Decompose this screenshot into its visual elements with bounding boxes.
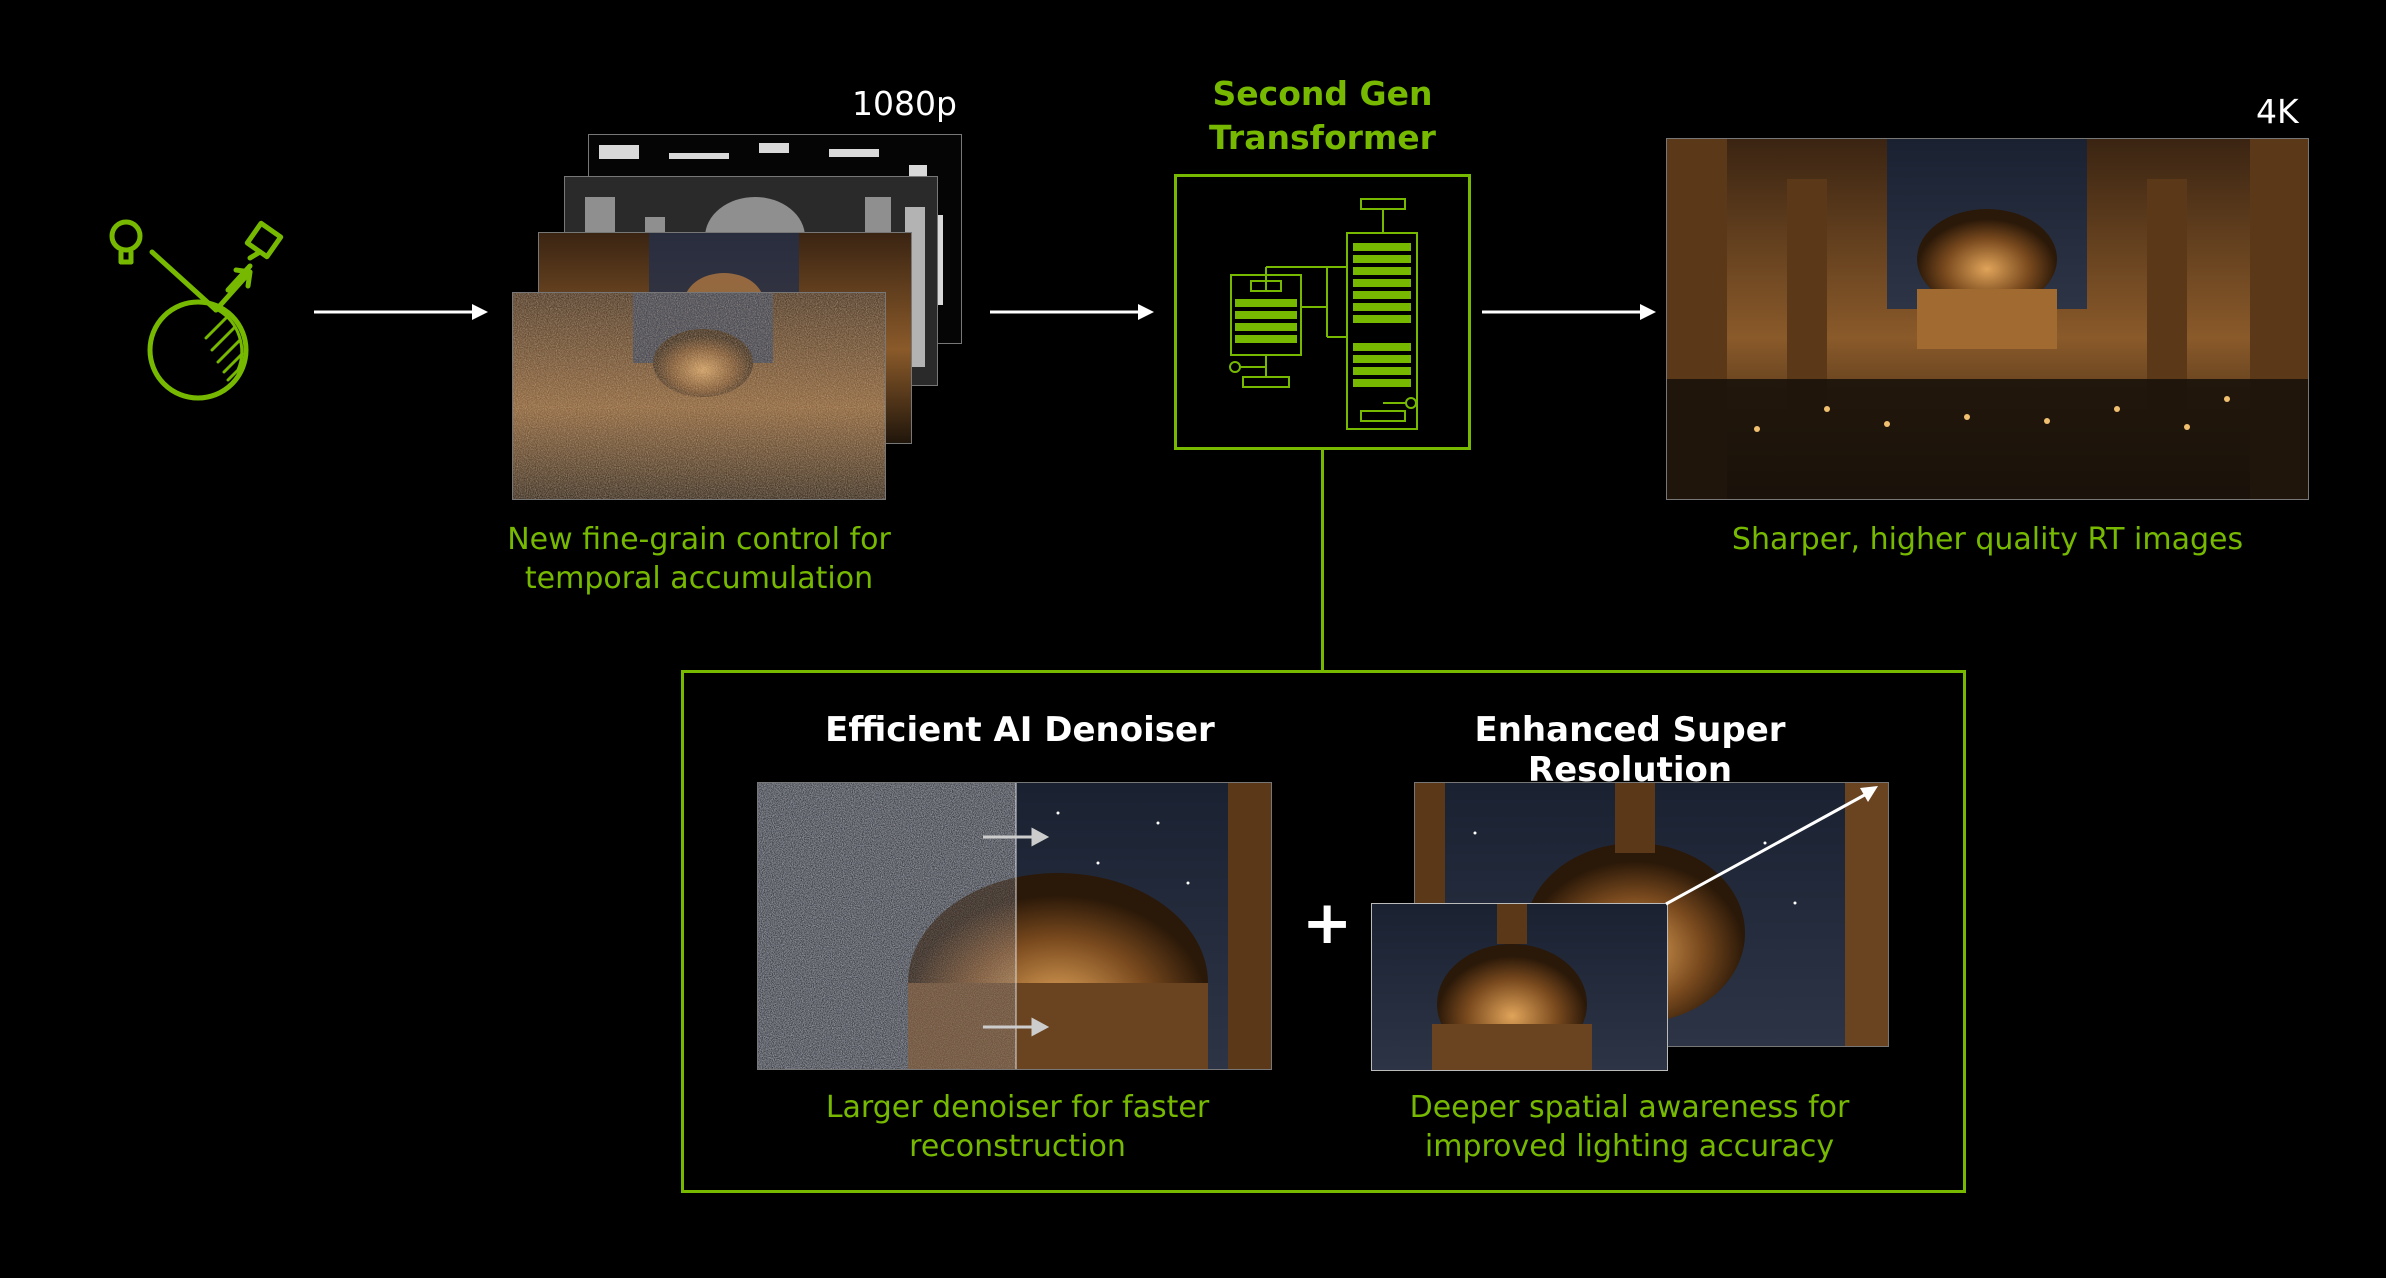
super-resolution-caption-line2: improved lighting accuracy: [1424, 1129, 1835, 1164]
input-caption: New fine-grain control for temporal accu…: [462, 520, 936, 598]
arrow-to-input: [314, 304, 488, 320]
ray-tracing-icon: [109, 219, 284, 401]
plus-symbol: +: [1302, 888, 1353, 958]
super-resolution-caption: Deeper spatial awareness for improved li…: [1372, 1088, 1887, 1166]
upscale-arrow: [1665, 786, 1878, 906]
super-resolution-title: Enhanced Super Resolution: [1474, 710, 1786, 790]
transformer-title-line1: Second Gen: [1212, 74, 1433, 113]
super-resolution-caption-line1: Deeper spatial awareness for: [1409, 1090, 1850, 1125]
transformer-box: [1174, 174, 1471, 450]
input-resolution-label: 1080p: [852, 84, 957, 123]
denoiser-caption-line1: Larger denoiser for faster: [825, 1090, 1210, 1125]
output-resolution-label: 4K: [2256, 92, 2299, 131]
output-image: [1666, 138, 2309, 500]
input-frame-noisy: [512, 292, 886, 500]
arrow-to-output: [1482, 304, 1656, 320]
arrow-to-transformer: [990, 304, 1154, 320]
output-caption: Sharper, higher quality RT images: [1731, 522, 2244, 557]
denoiser-image: [757, 782, 1272, 1070]
transformer-title: Second Gen Transformer: [1160, 72, 1485, 160]
super-resolution-small-image: [1371, 903, 1668, 1071]
denoiser-caption: Larger denoiser for faster reconstructio…: [760, 1088, 1275, 1166]
transformer-architecture-icon: [1229, 198, 1418, 430]
denoiser-caption-line2: reconstruction: [909, 1129, 1126, 1164]
denoiser-title: Efficient AI Denoiser: [825, 710, 1215, 750]
input-caption-line1: New fine-grain control for: [507, 522, 891, 557]
feature-panel: [681, 670, 1966, 1193]
connector-line: [1321, 450, 1324, 672]
transformer-title-line2: Transformer: [1209, 118, 1436, 157]
input-caption-line2: temporal accumulation: [524, 561, 874, 596]
